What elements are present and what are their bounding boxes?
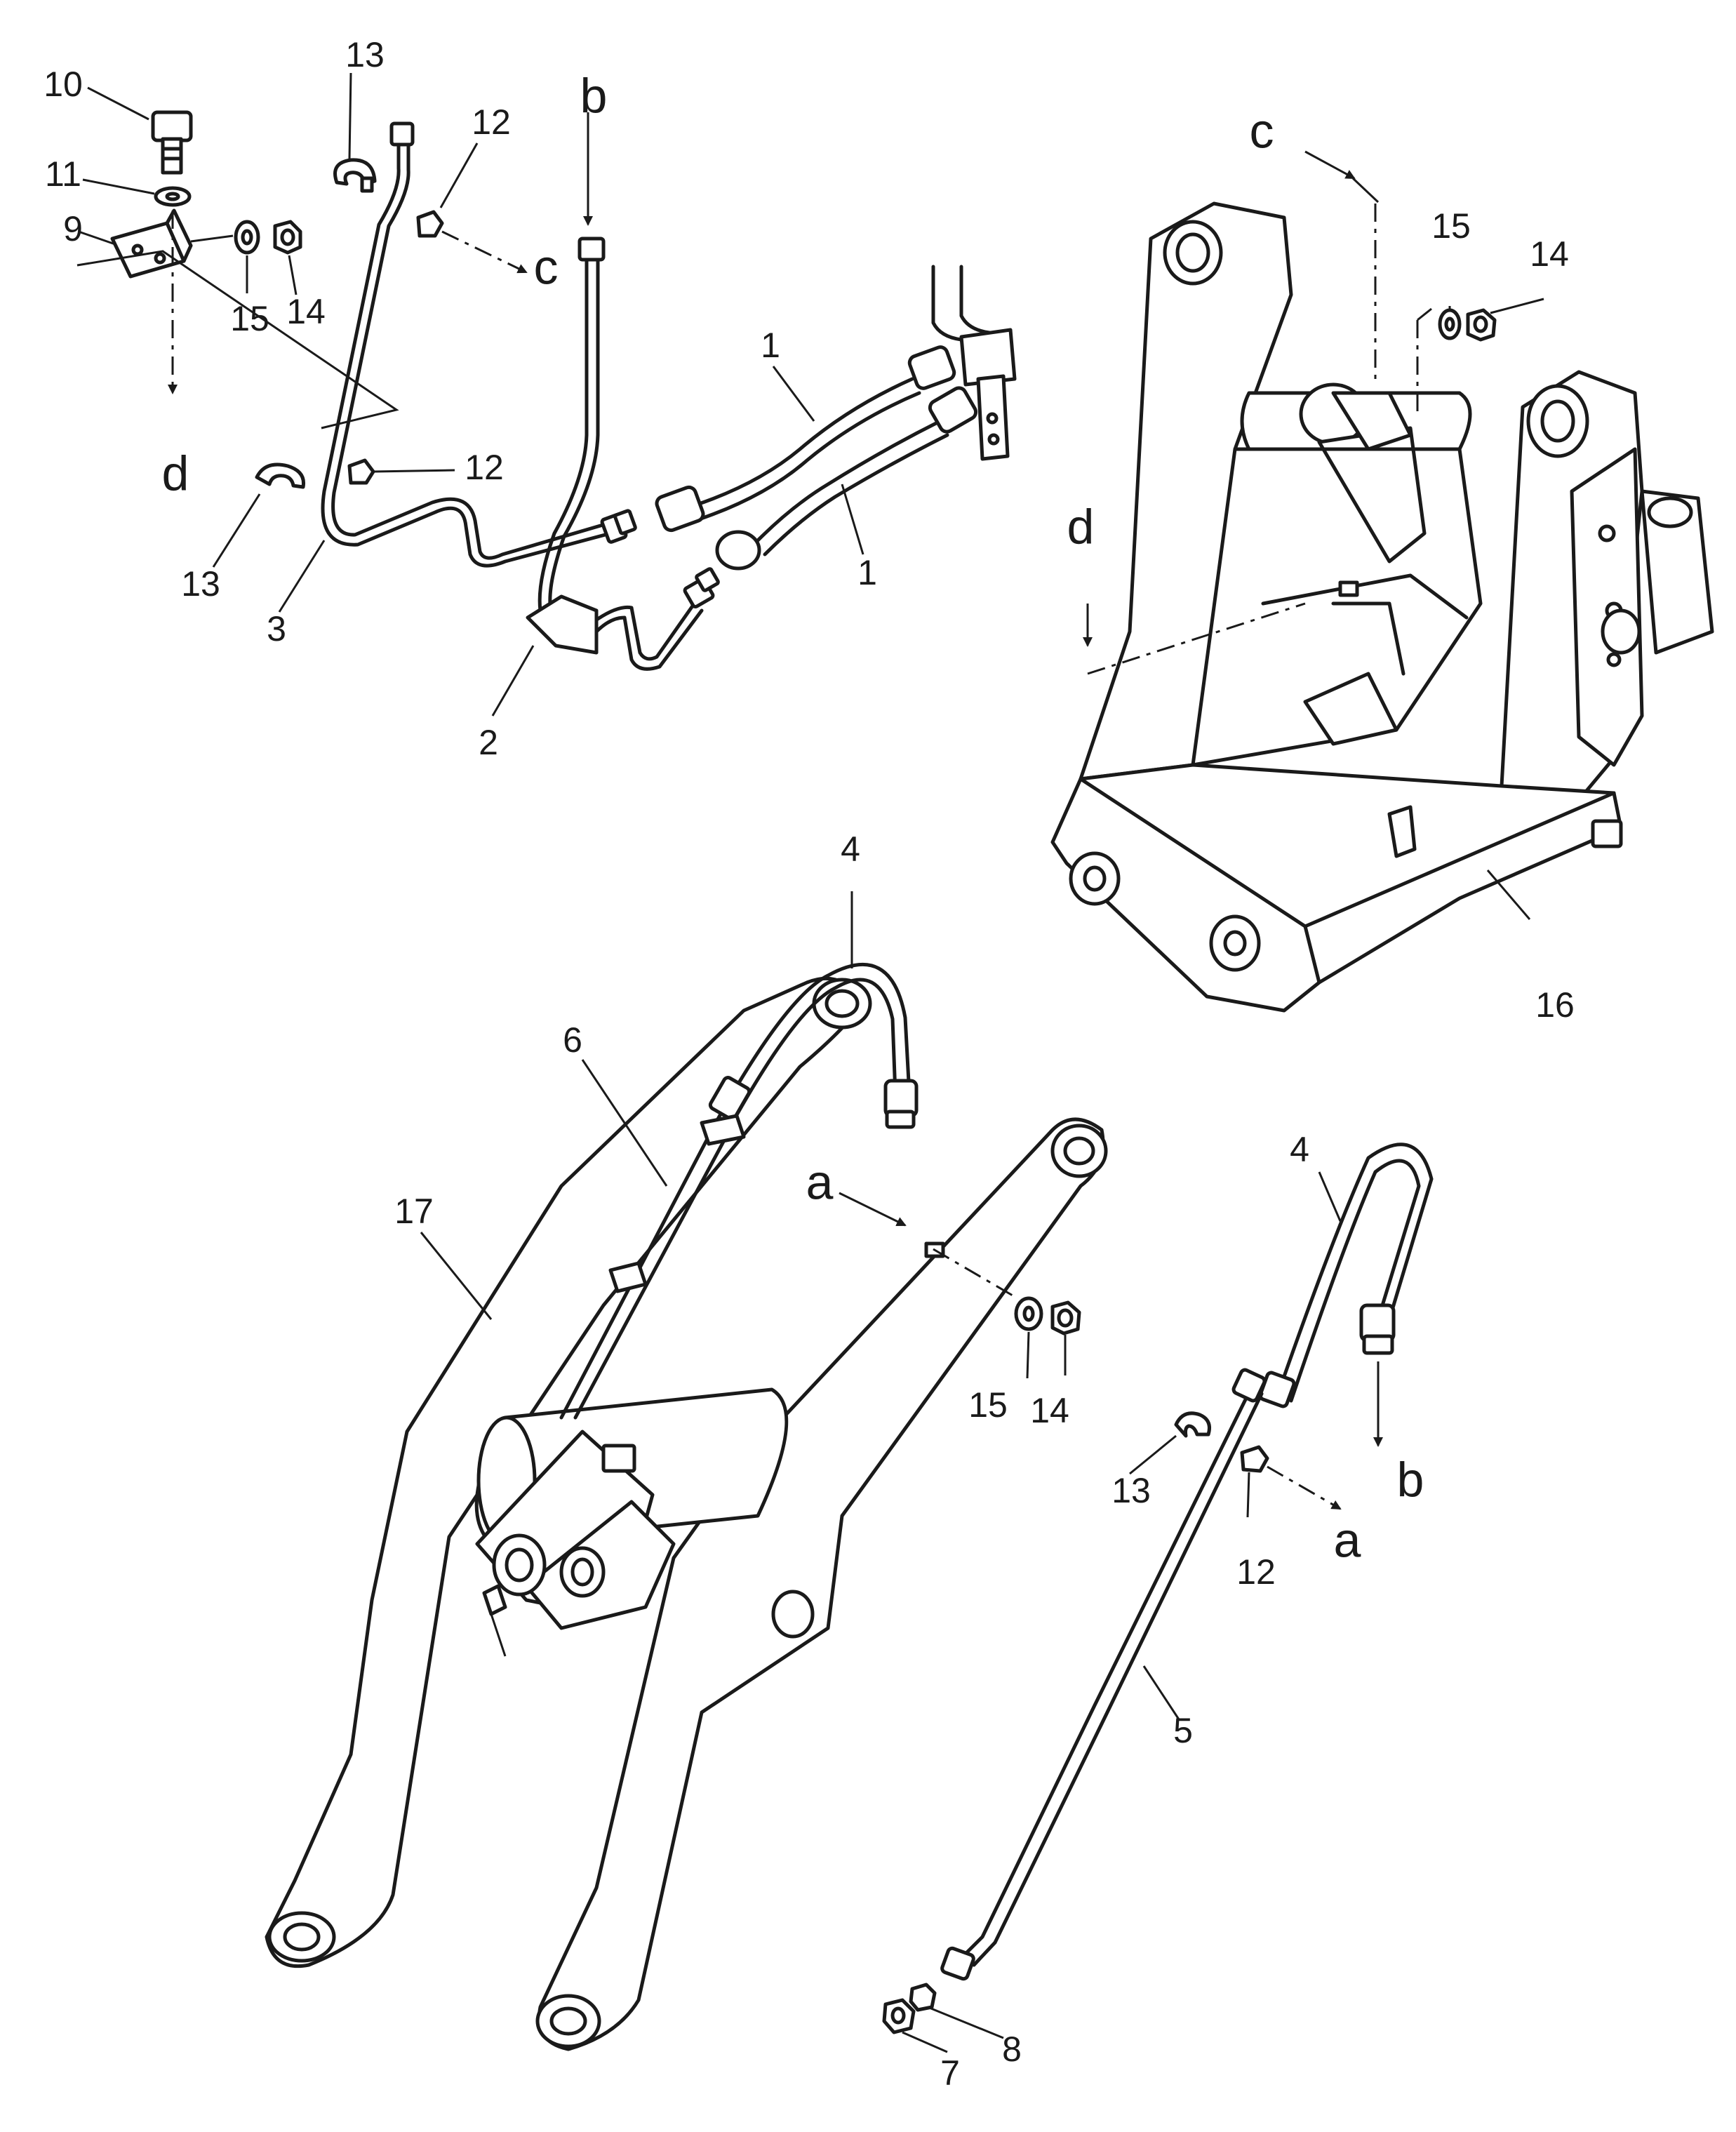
callout-14-boom: 14: [1030, 1391, 1069, 1430]
callout-4-right: 4: [1290, 1130, 1309, 1169]
nut-7: [882, 1998, 916, 2034]
frame-16: [1050, 201, 1714, 1013]
callout-15-frame: 15: [1431, 206, 1471, 246]
tube-2: [526, 236, 720, 671]
callout-7: 7: [940, 2053, 960, 2093]
ref-letter-b-bottom: b: [1397, 1452, 1424, 1507]
hose-1-upper: [655, 345, 956, 533]
nut-14-frame: [1466, 308, 1497, 342]
callout-9: 9: [63, 209, 83, 248]
clamp-13-upper: [333, 158, 377, 193]
callout-4-boom: 4: [841, 830, 860, 869]
callout-6: 6: [563, 1020, 582, 1060]
bolt-10: [151, 110, 193, 175]
ref-letter-b-top: b: [580, 68, 608, 123]
ref-letter-d-frame: d: [1067, 499, 1095, 554]
hose-4-lower: [1258, 1142, 1434, 1408]
callout-16: 16: [1535, 985, 1575, 1025]
ref-letter-d-left: d: [162, 446, 189, 500]
callout-17: 17: [394, 1192, 434, 1231]
callout-5: 5: [1173, 1711, 1193, 1750]
valve-fitting: [931, 265, 1017, 461]
callout-8: 8: [1002, 2030, 1022, 2069]
ref-letter-a-bottom: a: [1334, 1512, 1361, 1567]
nut-14-top: [273, 220, 302, 255]
callout-13-bottom: 13: [1111, 1471, 1151, 1510]
callout-15-boom: 15: [968, 1385, 1008, 1425]
boom-17: [265, 976, 1108, 2051]
washer-15-boom: [1014, 1296, 1043, 1331]
nut-14-boom: [1050, 1300, 1081, 1335]
ref-letter-c-frame: c: [1250, 103, 1274, 158]
callout-1-lower: 1: [857, 553, 877, 592]
clip-12-top: [416, 210, 444, 238]
ref-letter-c-top: c: [534, 239, 559, 294]
clip-12-mid: [347, 458, 375, 485]
callout-2: 2: [479, 723, 498, 762]
tube-3: [321, 121, 637, 568]
hose-1-lower: [715, 386, 978, 571]
callout-1-upper: 1: [761, 326, 780, 365]
callout-14-top: 14: [286, 292, 326, 331]
callout-14-frame: 14: [1530, 234, 1569, 274]
tube-6: [559, 1076, 752, 1420]
plug-8: [909, 1983, 937, 2012]
bracket-9: [110, 208, 193, 279]
washer-11: [154, 186, 192, 207]
callout-11: 11: [45, 154, 81, 194]
tube-5: [940, 1368, 1267, 1981]
clip-12-bottom: [1240, 1445, 1269, 1473]
clamp-13-lower: [255, 462, 306, 489]
callout-13-upper: 13: [345, 35, 385, 74]
hose-4-upper: [714, 962, 919, 1132]
washer-15-frame: [1438, 308, 1462, 340]
callout-3: 3: [267, 609, 286, 648]
callout-12-top: 12: [472, 102, 511, 142]
clamp-13-bottom: [1174, 1411, 1211, 1438]
washer-15-top: [234, 220, 260, 255]
callout-15-top: 15: [230, 299, 269, 338]
callout-13-lower: 13: [181, 564, 220, 604]
callout-12-bottom: 12: [1236, 1552, 1276, 1592]
callout-10: 10: [44, 65, 83, 104]
callout-12-mid: 12: [465, 448, 504, 487]
ref-letter-a-boom: a: [806, 1154, 834, 1209]
